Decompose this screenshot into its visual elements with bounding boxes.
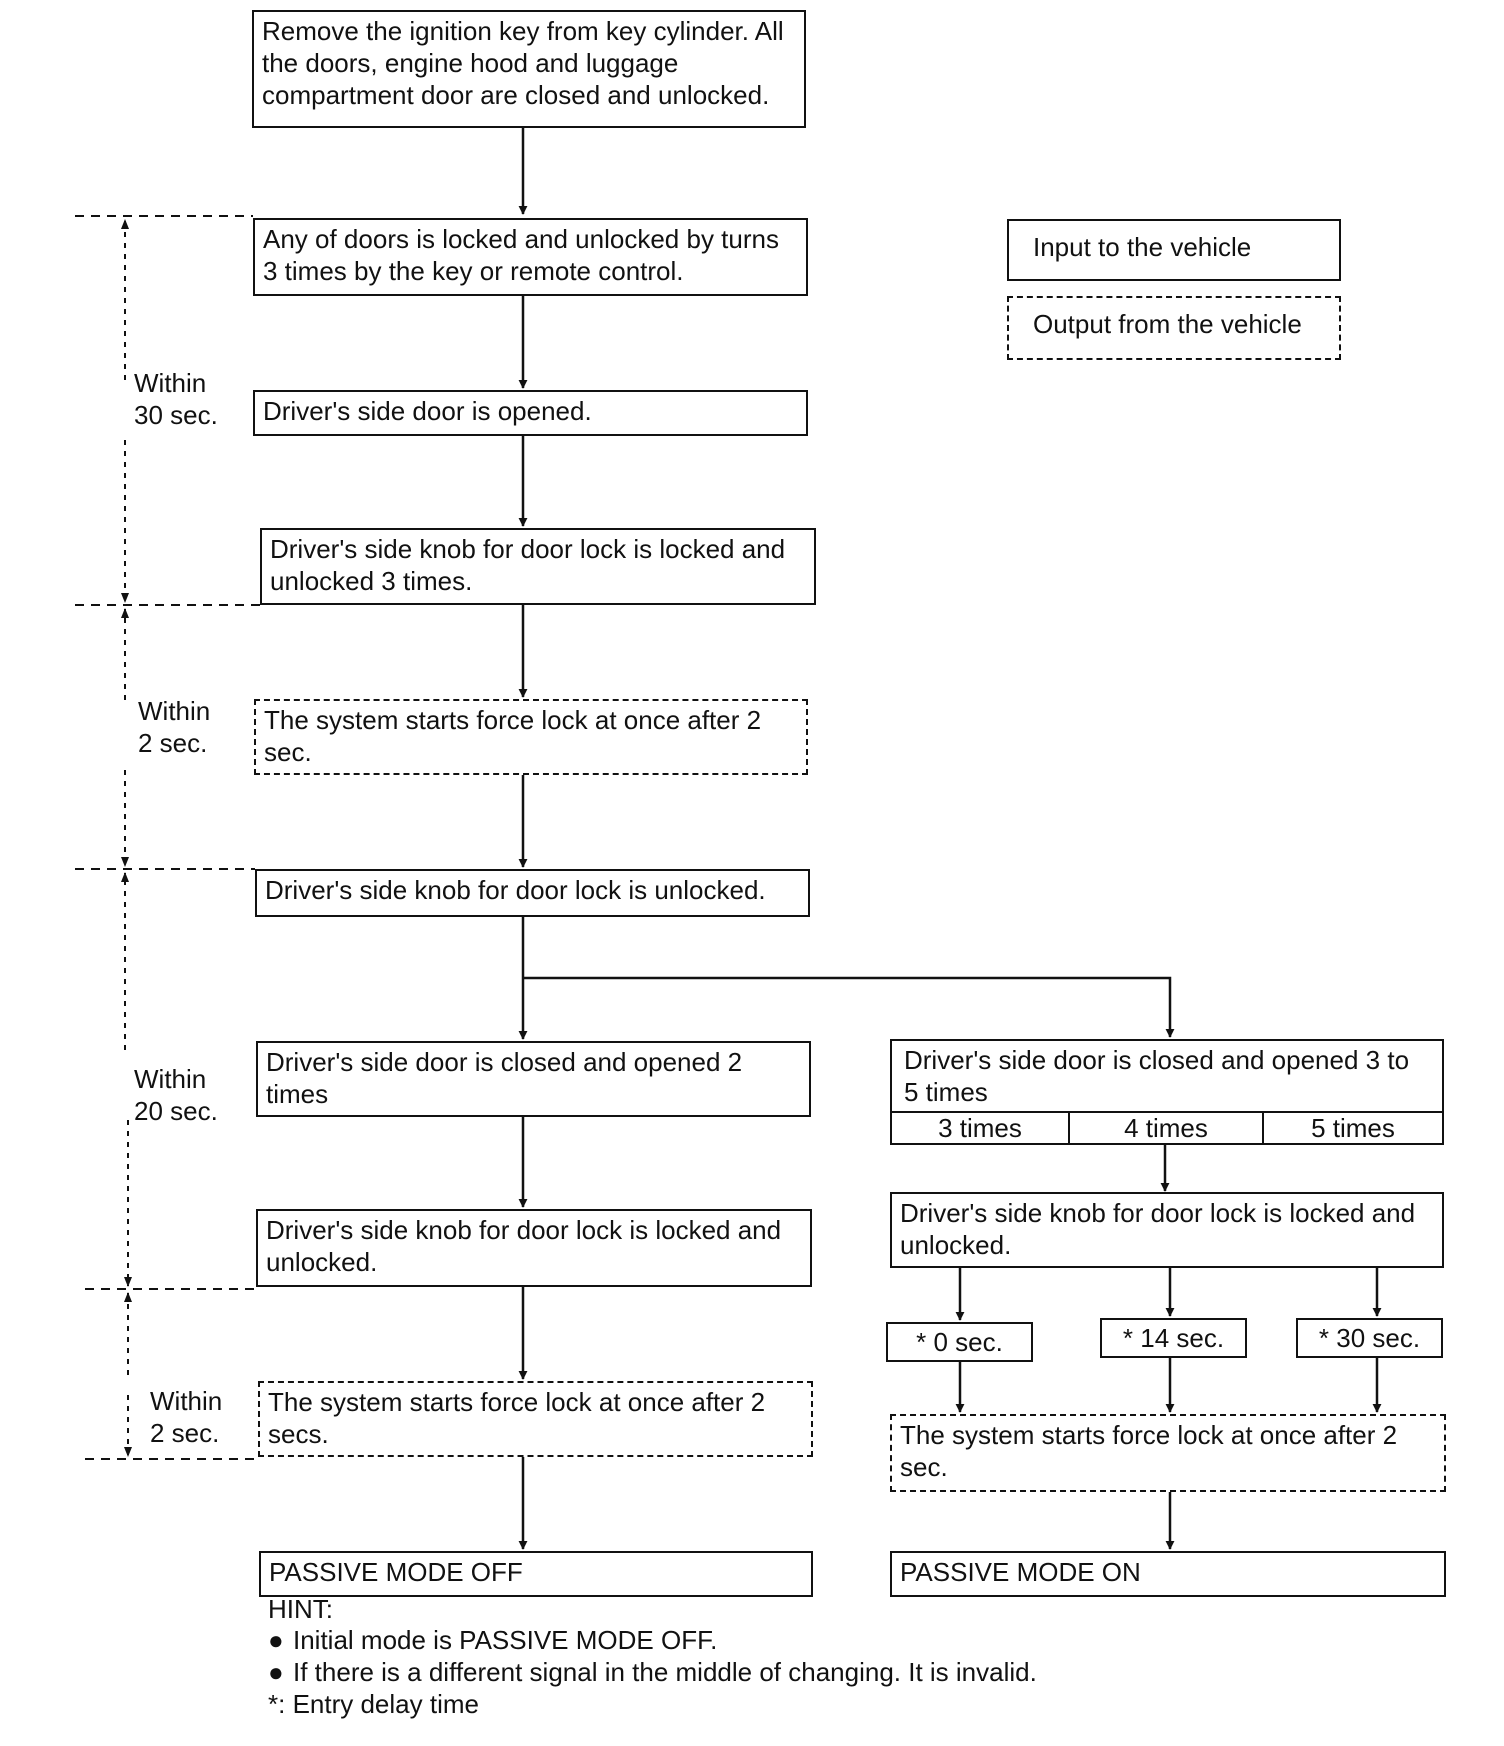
key-lock-box: Any of doors is locked and unlocked by t…: [253, 218, 808, 296]
delay-30-box: * 30 sec.: [1296, 1318, 1443, 1358]
door-3-to-5-times-box: Driver's side door is closed and opened …: [890, 1039, 1444, 1145]
option-3-times: 3 times: [892, 1113, 1070, 1145]
hint-title: HINT:: [268, 1594, 333, 1624]
passive-mode-off-text: PASSIVE MODE OFF: [269, 1557, 523, 1587]
left-force-lock-output-box: The system starts force lock at once aft…: [258, 1381, 813, 1457]
legend-output-text: Output from the vehicle: [1033, 309, 1302, 339]
left-knob-text: Driver's side knob for door lock is lock…: [266, 1215, 782, 1277]
door-opened-text: Driver's side door is opened.: [263, 396, 592, 426]
delay-30-text: * 30 sec.: [1318, 1323, 1421, 1353]
door-3-to-5-times-text: Driver's side door is closed and opened …: [904, 1045, 1410, 1107]
hint-bullet-1-text: Initial mode is PASSIVE MODE OFF.: [293, 1625, 718, 1655]
passive-mode-on-box: PASSIVE MODE ON: [890, 1551, 1446, 1597]
delay-14-text: * 14 sec.: [1122, 1323, 1225, 1353]
door-2-times-box: Driver's side door is closed and opened …: [256, 1041, 811, 1117]
delay-0-box: * 0 sec.: [886, 1322, 1033, 1362]
timing-label-30-sec: Within 30 sec.: [134, 368, 218, 430]
timing-label-20-sec: Within 20 sec.: [134, 1064, 218, 1126]
door-2-times-text: Driver's side door is closed and opened …: [266, 1047, 743, 1109]
delay-0-text: * 0 sec.: [916, 1327, 1003, 1357]
flow-arrows: [518, 128, 1382, 1550]
force-lock-output-text: The system starts force lock at once aft…: [264, 705, 762, 767]
delay-14-box: * 14 sec.: [1100, 1318, 1247, 1358]
hint-footnote: *: Entry delay time: [268, 1689, 479, 1719]
right-knob-text: Driver's side knob for door lock is lock…: [900, 1198, 1416, 1260]
door-opened-box: Driver's side door is opened.: [253, 390, 808, 436]
passive-mode-on-text: PASSIVE MODE ON: [900, 1557, 1141, 1587]
times-options-row: 3 times 4 times 5 times: [892, 1111, 1442, 1145]
bullet-icon: ●: [268, 1657, 284, 1687]
key-lock-text: Any of doors is locked and unlocked by t…: [263, 224, 779, 286]
left-force-lock-output-text: The system starts force lock at once aft…: [268, 1387, 766, 1449]
timing-label-2-sec-second: Within 2 sec.: [150, 1386, 223, 1448]
start-box: Remove the ignition key from key cylinde…: [252, 10, 806, 128]
right-knob-box: Driver's side knob for door lock is lock…: [890, 1192, 1444, 1268]
start-text: Remove the ignition key from key cylinde…: [262, 16, 784, 110]
legend-output-box: Output from the vehicle: [1007, 296, 1341, 360]
hint-bullet-1: ● Initial mode is PASSIVE MODE OFF.: [268, 1624, 717, 1656]
right-force-lock-output-box: The system starts force lock at once aft…: [890, 1414, 1446, 1492]
option-4-times: 4 times: [1070, 1113, 1264, 1145]
timing-label-2-sec-first: Within 2 sec.: [138, 696, 211, 758]
bullet-icon: ●: [268, 1625, 284, 1655]
timing-boundaries: [75, 215, 260, 1460]
knob-unlocked-box: Driver's side knob for door lock is unlo…: [255, 869, 810, 917]
option-5-times: 5 times: [1311, 1113, 1395, 1143]
left-knob-box: Driver's side knob for door lock is lock…: [256, 1209, 812, 1287]
right-force-lock-output-text: The system starts force lock at once aft…: [900, 1420, 1398, 1482]
branch-arrow: [523, 976, 1175, 1038]
legend-input-text: Input to the vehicle: [1033, 232, 1252, 262]
knob-unlocked-text: Driver's side knob for door lock is unlo…: [265, 875, 766, 905]
force-lock-output-box: The system starts force lock at once aft…: [254, 699, 808, 775]
hint-bullet-2: ● If there is a different signal in the m…: [268, 1656, 1037, 1688]
passive-mode-off-box: PASSIVE MODE OFF: [259, 1551, 813, 1597]
hint-bullet-2-text: If there is a different signal in the mi…: [293, 1657, 1037, 1687]
timing-arrows: [121, 219, 132, 1457]
knob-3-times-box: Driver's side knob for door lock is lock…: [260, 528, 816, 605]
legend-input-box: Input to the vehicle: [1007, 219, 1341, 281]
knob-3-times-text: Driver's side knob for door lock is lock…: [270, 534, 786, 596]
